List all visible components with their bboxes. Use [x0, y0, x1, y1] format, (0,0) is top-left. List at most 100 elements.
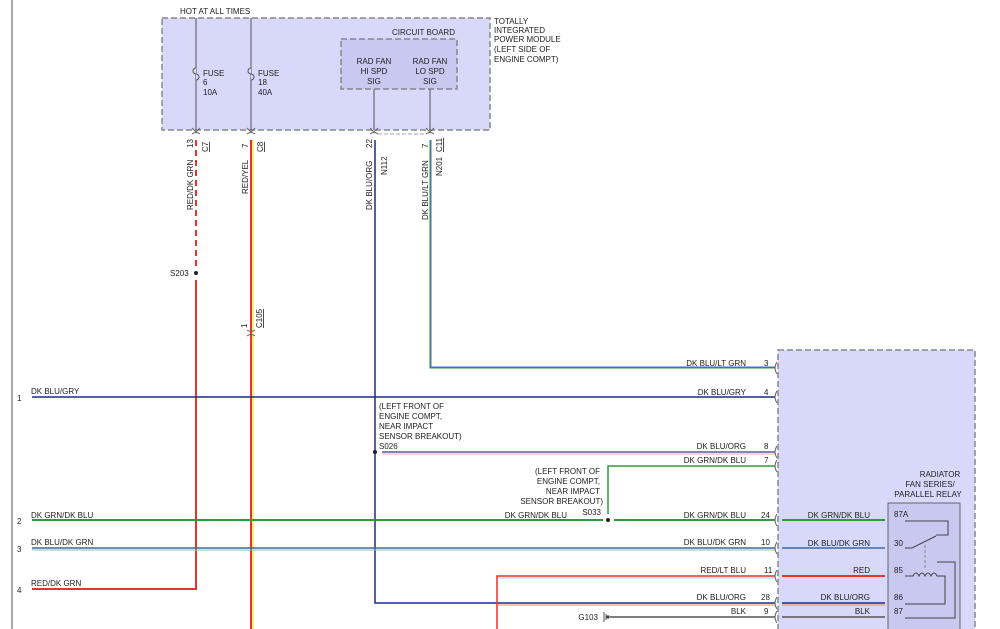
- splice-location: (LEFT FRONT OF: [379, 402, 444, 411]
- svg-text:87: 87: [894, 607, 903, 616]
- wire-color-label: RED/DK GRN: [186, 160, 195, 210]
- relay-title: RADIATOR: [920, 470, 961, 479]
- module-name: TOTALLY: [494, 17, 529, 26]
- svg-text:DK BLU/ORG: DK BLU/ORG: [697, 442, 746, 451]
- wire-dk-blu-org: [374, 140, 775, 604]
- connector-id: C7: [201, 141, 210, 152]
- wire-red-lt-blu: [496, 575, 775, 629]
- svg-text:85: 85: [894, 566, 903, 575]
- svg-text:RED/LT BLU: RED/LT BLU: [701, 566, 747, 575]
- splice-label: S033: [582, 508, 601, 517]
- circuit-id: N201: [435, 156, 444, 176]
- lo-spd-label: SIG: [423, 77, 437, 86]
- svg-text:87A: 87A: [894, 510, 909, 519]
- svg-text:DK GRN/DK BLU: DK GRN/DK BLU: [808, 511, 870, 520]
- module-name: POWER MODULE: [494, 35, 561, 44]
- svg-text:DK BLU/GRY: DK BLU/GRY: [31, 387, 80, 396]
- wire-color-label: RED/YEL: [241, 159, 250, 194]
- relay-title: FAN SERIES/: [905, 480, 955, 489]
- svg-text:1: 1: [17, 394, 22, 403]
- ground-label: G103: [578, 613, 598, 622]
- circuit-board-label: CIRCUIT BOARD: [392, 28, 455, 37]
- relay: RADIATOR FAN SERIES/ PARALLEL RELAY DK G…: [782, 470, 962, 629]
- svg-text:4: 4: [17, 586, 22, 595]
- fuse-label: 6: [203, 78, 208, 87]
- wires: [32, 140, 775, 629]
- connector-id: C8: [256, 141, 265, 152]
- svg-text:DK BLU/ORG: DK BLU/ORG: [697, 593, 746, 602]
- svg-text:2: 2: [17, 517, 22, 526]
- svg-text:BLK: BLK: [855, 607, 871, 616]
- connector-chevrons: [774, 361, 778, 624]
- module-pin-labels: 13 C7 RED/DK GRN 7 C8 RED/YEL 22 DK BLU/…: [186, 137, 444, 220]
- circuit-id: N112: [380, 156, 389, 175]
- wire-dk-grn-dk-blu-7: [607, 465, 775, 514]
- svg-text:28: 28: [761, 593, 770, 602]
- hi-spd-label: HI SPD: [361, 67, 388, 76]
- hot-label: HOT AT ALL TIMES: [180, 7, 250, 16]
- splice-label: S203: [170, 269, 189, 278]
- circuit-board: [340, 38, 458, 90]
- relay-title: PARALLEL RELAY: [894, 490, 962, 499]
- power-module: HOT AT ALL TIMES TOTALLY INTEGRATED POWE…: [161, 7, 561, 131]
- splice-location: NEAR IMPACT: [379, 422, 433, 431]
- connector-icon: [246, 329, 256, 337]
- lo-spd-label: LO SPD: [415, 67, 445, 76]
- splice-location: SENSOR BREAKOUT): [379, 432, 462, 441]
- fuse-label: 40A: [258, 88, 273, 97]
- wire-dk-blu-lt-grn: [429, 140, 775, 369]
- fuse-label: 10A: [203, 88, 218, 97]
- svg-text:11: 11: [764, 566, 773, 575]
- splice-dot: [373, 450, 377, 454]
- svg-text:RED/DK GRN: RED/DK GRN: [31, 579, 81, 588]
- svg-text:86: 86: [894, 593, 903, 602]
- splice-location: SENSOR BREAKOUT): [520, 497, 603, 506]
- svg-text:8: 8: [764, 442, 769, 451]
- svg-text:DK BLU/LT GRN: DK BLU/LT GRN: [686, 359, 746, 368]
- svg-text:9: 9: [764, 607, 769, 616]
- svg-text:24: 24: [761, 511, 770, 520]
- pin-number: 13: [186, 139, 195, 148]
- pin-number: 7: [421, 143, 430, 148]
- svg-text:30: 30: [894, 539, 903, 548]
- svg-text:RED: RED: [853, 566, 870, 575]
- connector-id: C105: [255, 308, 264, 328]
- connector-id: C11: [435, 137, 444, 152]
- svg-text:DK BLU/GRY: DK BLU/GRY: [698, 388, 747, 397]
- svg-text:DK BLU/ORG: DK BLU/ORG: [821, 593, 870, 602]
- svg-text:DK GRN/DK BLU: DK GRN/DK BLU: [684, 511, 746, 520]
- splice-dot: [194, 271, 198, 275]
- wire-color-label: DK BLU/LT GRN: [421, 160, 430, 220]
- pin-number: 7: [241, 143, 250, 148]
- ground-icon: [603, 612, 610, 622]
- fuse-icon: [192, 67, 200, 81]
- svg-text:DK BLU/DK GRN: DK BLU/DK GRN: [31, 538, 93, 547]
- connector-icons: [191, 127, 435, 135]
- svg-text:7: 7: [764, 456, 769, 465]
- svg-text:DK GRN/DK BLU: DK GRN/DK BLU: [684, 456, 746, 465]
- fuse-label: FUSE: [258, 69, 279, 78]
- splice-location: ENGINE COMPT,: [537, 477, 600, 486]
- splices: S203 (LEFT FRONT OF ENGINE COMPT, NEAR I…: [170, 269, 610, 622]
- splice-location: NEAR IMPACT: [546, 487, 600, 496]
- pin-number: 22: [365, 139, 374, 148]
- fuse-icon: [247, 67, 255, 81]
- svg-text:10: 10: [761, 538, 770, 547]
- splice-location: ENGINE COMPT,: [379, 412, 442, 421]
- svg-text:DK BLU/DK GRN: DK BLU/DK GRN: [684, 538, 746, 547]
- module-name: INTEGRATED: [494, 26, 545, 35]
- svg-text:3: 3: [764, 359, 769, 368]
- svg-text:DK BLU/DK GRN: DK BLU/DK GRN: [808, 539, 870, 548]
- module-name: ENGINE COMPT): [494, 55, 559, 64]
- left-wire-labels: 1 DK BLU/GRY 2 DK GRN/DK BLU 3 DK BLU/DK GR…: [17, 387, 567, 595]
- svg-text:BLK: BLK: [731, 607, 747, 616]
- hi-spd-label: RAD FAN: [357, 57, 392, 66]
- module-name: (LEFT SIDE OF: [494, 45, 550, 54]
- svg-text:DK GRN/DK BLU: DK GRN/DK BLU: [31, 511, 93, 520]
- hi-spd-label: SIG: [367, 77, 381, 86]
- fuse-label: FUSE: [203, 69, 224, 78]
- lo-spd-label: RAD FAN: [413, 57, 448, 66]
- svg-text:3: 3: [17, 545, 22, 554]
